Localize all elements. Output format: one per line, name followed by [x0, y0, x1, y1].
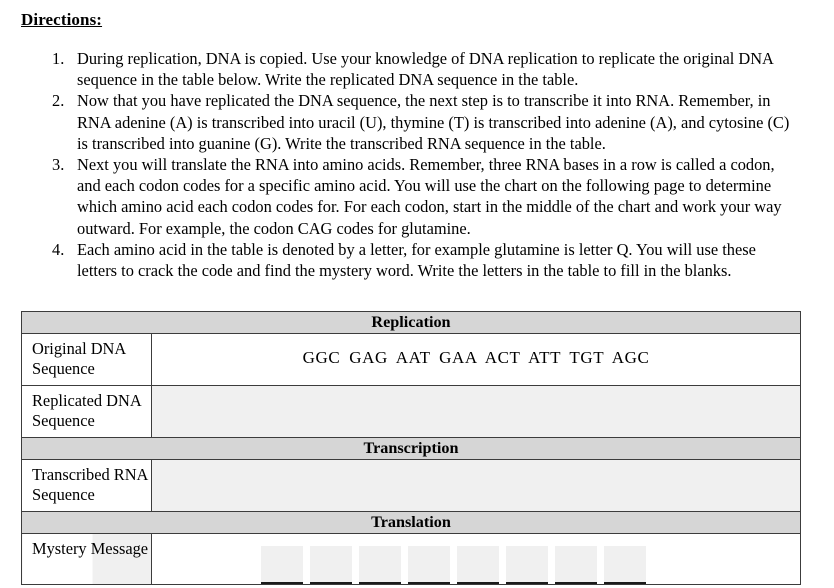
table-row-transcribed-rna: Transcribed RNA Sequence [20, 459, 801, 512]
original-dna-sequence-value: GGC GAG AAT GAA ACT ATT TGT AGC [302, 348, 650, 367]
page-title: Directions: [21, 10, 103, 29]
worksheet-table: Replication Original DNA Sequence GGC GA… [20, 311, 801, 585]
cell-mystery-message [151, 533, 801, 585]
direction-item-4: 4. Each amino acid in the table is denot… [0, 239, 834, 281]
table-row-section-translation: Translation [21, 511, 801, 534]
input-replicated-dna-sequence[interactable] [151, 385, 801, 438]
direction-text-2: Now that you have replicated the DNA seq… [77, 91, 790, 153]
table-row-mystery-message: Mystery Message [20, 533, 801, 585]
section-header-transcription: Transcription [21, 437, 801, 460]
direction-item-3: 3. Next you will translate the RNA into … [0, 154, 834, 239]
list-marker-1: 1. [52, 49, 65, 68]
row-label-transcribed-rna: Transcribed RNA Sequence [20, 459, 153, 512]
mystery-letter-blank[interactable] [555, 546, 597, 584]
directions-list: 1. During replication, DNA is copied. Us… [0, 48, 834, 281]
direction-item-1: 1. During replication, DNA is copied. Us… [0, 48, 834, 90]
row-label-replicated-dna: Replicated DNA Sequence [20, 385, 153, 438]
mystery-letter-blank[interactable] [604, 546, 646, 584]
cell-original-dna-sequence: GGC GAG AAT GAA ACT ATT TGT AGC [151, 333, 801, 386]
mystery-letter-blank[interactable] [506, 546, 548, 584]
table-row-replicated-dna: Replicated DNA Sequence [20, 385, 801, 438]
row-label-original-dna: Original DNA Sequence [20, 333, 153, 386]
mystery-letter-blank[interactable] [261, 546, 303, 584]
table-row-original-dna: Original DNA Sequence GGC GAG AAT GAA AC… [20, 333, 801, 386]
mystery-letter-blank[interactable] [408, 546, 450, 584]
replicated-dna-sequence-value [152, 386, 800, 432]
section-header-replication: Replication [21, 311, 801, 334]
table-row-section-replication: Replication [21, 311, 801, 334]
input-transcribed-rna-sequence[interactable] [151, 459, 801, 512]
direction-text-4: Each amino acid in the table is denoted … [77, 239, 756, 281]
list-marker-4: 4. [52, 239, 65, 259]
mystery-letter-blank[interactable] [457, 546, 499, 584]
direction-text-3: Next you will translate the RNA into ami… [77, 155, 782, 238]
direction-item-2: 2. Now that you have replicated the DNA … [0, 90, 834, 154]
row-label-mystery-message: Mystery Message [20, 533, 153, 585]
mystery-message-blanks [152, 534, 800, 584]
direction-text-1: During replication, DNA is copied. Use y… [77, 49, 773, 90]
section-header-translation: Translation [21, 511, 801, 534]
mystery-letter-blank[interactable] [310, 546, 352, 584]
list-marker-3: 3. [52, 155, 65, 175]
mystery-letter-blank[interactable] [359, 546, 401, 584]
table-row-section-transcription: Transcription [21, 437, 801, 460]
list-marker-2: 2. [52, 91, 65, 111]
transcribed-rna-sequence-value [152, 460, 800, 506]
